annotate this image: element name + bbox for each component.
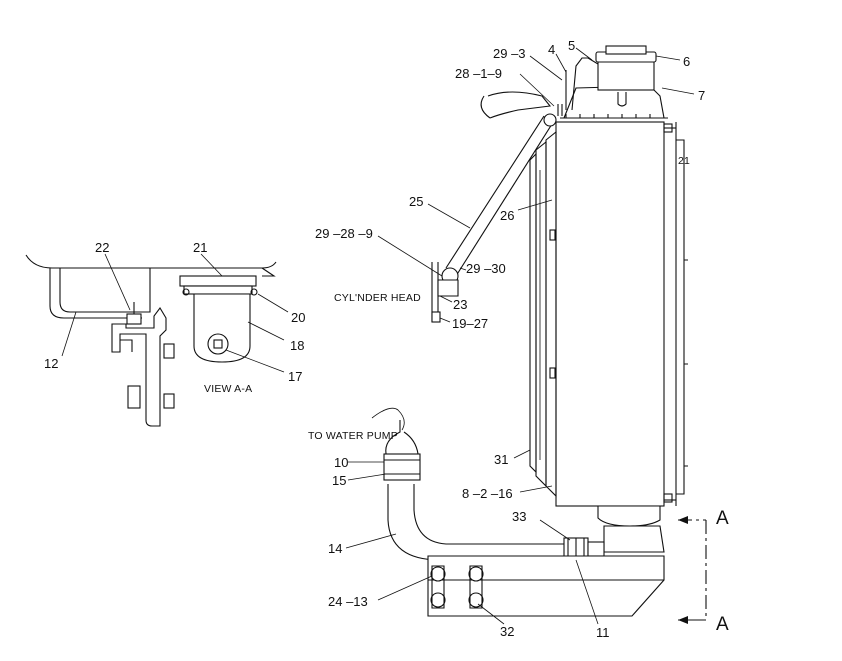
cylinder-head-label: CYL'NDER HEAD [334, 292, 421, 304]
callout-28-1-9: 28 –1–9 [455, 66, 502, 81]
callout-7: 7 [698, 88, 705, 103]
callout-22: 22 [95, 240, 109, 255]
callout-19-27: 19–27 [452, 316, 488, 331]
callout-8-2-16: 8 –2 –16 [462, 486, 513, 501]
callout-11: 11 [596, 625, 610, 640]
callout-25: 25 [409, 194, 423, 209]
callout-17: 17 [288, 369, 302, 384]
callout-5: 5 [568, 38, 575, 53]
callout-12: 12 [44, 356, 58, 371]
radiator-assembly: 5 4 29 –3 6 28 –1–9 7 21 25 26 29 –28 –9… [308, 38, 729, 640]
callout-18: 18 [290, 338, 304, 353]
callout-23: 23 [453, 297, 467, 312]
callout-32: 32 [500, 624, 514, 639]
callout-21: 21 [193, 240, 207, 255]
view-a-a-detail: 22 21 20 18 12 17 VIEW A-A [25, 240, 305, 427]
callout-6: 6 [683, 54, 690, 69]
callout-15: 15 [332, 473, 346, 488]
view-a-a-label: VIEW A-A [204, 383, 252, 395]
callout-24-13: 24 –13 [328, 594, 368, 609]
callout-21-side: 21 [678, 155, 690, 167]
callout-10: 10 [334, 455, 348, 470]
callout-20: 20 [291, 310, 305, 325]
callout-14: 14 [328, 541, 342, 556]
section-marker-bottom: A [716, 614, 729, 635]
callout-31: 31 [494, 452, 508, 467]
callout-26: 26 [500, 208, 514, 223]
section-marker-top: A [716, 508, 729, 529]
callout-29-3: 29 –3 [493, 46, 526, 61]
callout-4: 4 [548, 42, 555, 57]
callout-33: 33 [512, 509, 526, 524]
callout-29-28-9: 29 –28 –9 [315, 226, 373, 241]
to-water-pump-label: TO WATER PUMP [308, 430, 398, 442]
callout-29-30: 29 –30 [466, 261, 506, 276]
